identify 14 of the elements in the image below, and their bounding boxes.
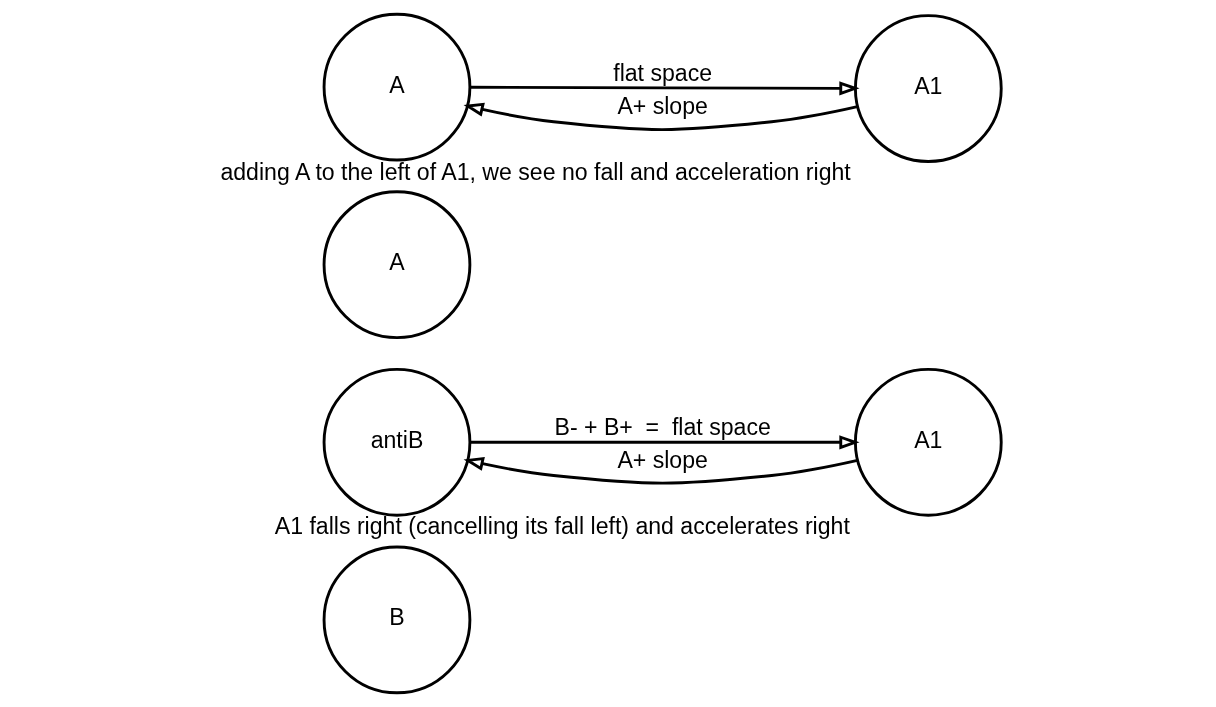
edge-label: B- + B+ = flat space — [553, 413, 771, 440]
node-circle: B — [322, 545, 471, 695]
node-circle: A1 — [853, 367, 1003, 517]
edge-label: A+ slope — [616, 447, 708, 473]
node-circle: A — [322, 190, 471, 340]
arrow — [469, 435, 860, 450]
edge-label: A+ slope — [616, 93, 708, 120]
arrow — [469, 81, 860, 96]
node-circle: A — [322, 12, 471, 162]
node-circle: A1 — [853, 14, 1003, 163]
arrow — [463, 102, 858, 131]
edge-label: flat space — [612, 60, 712, 87]
node-circle: antiB — [322, 367, 471, 517]
arrow — [463, 456, 858, 485]
